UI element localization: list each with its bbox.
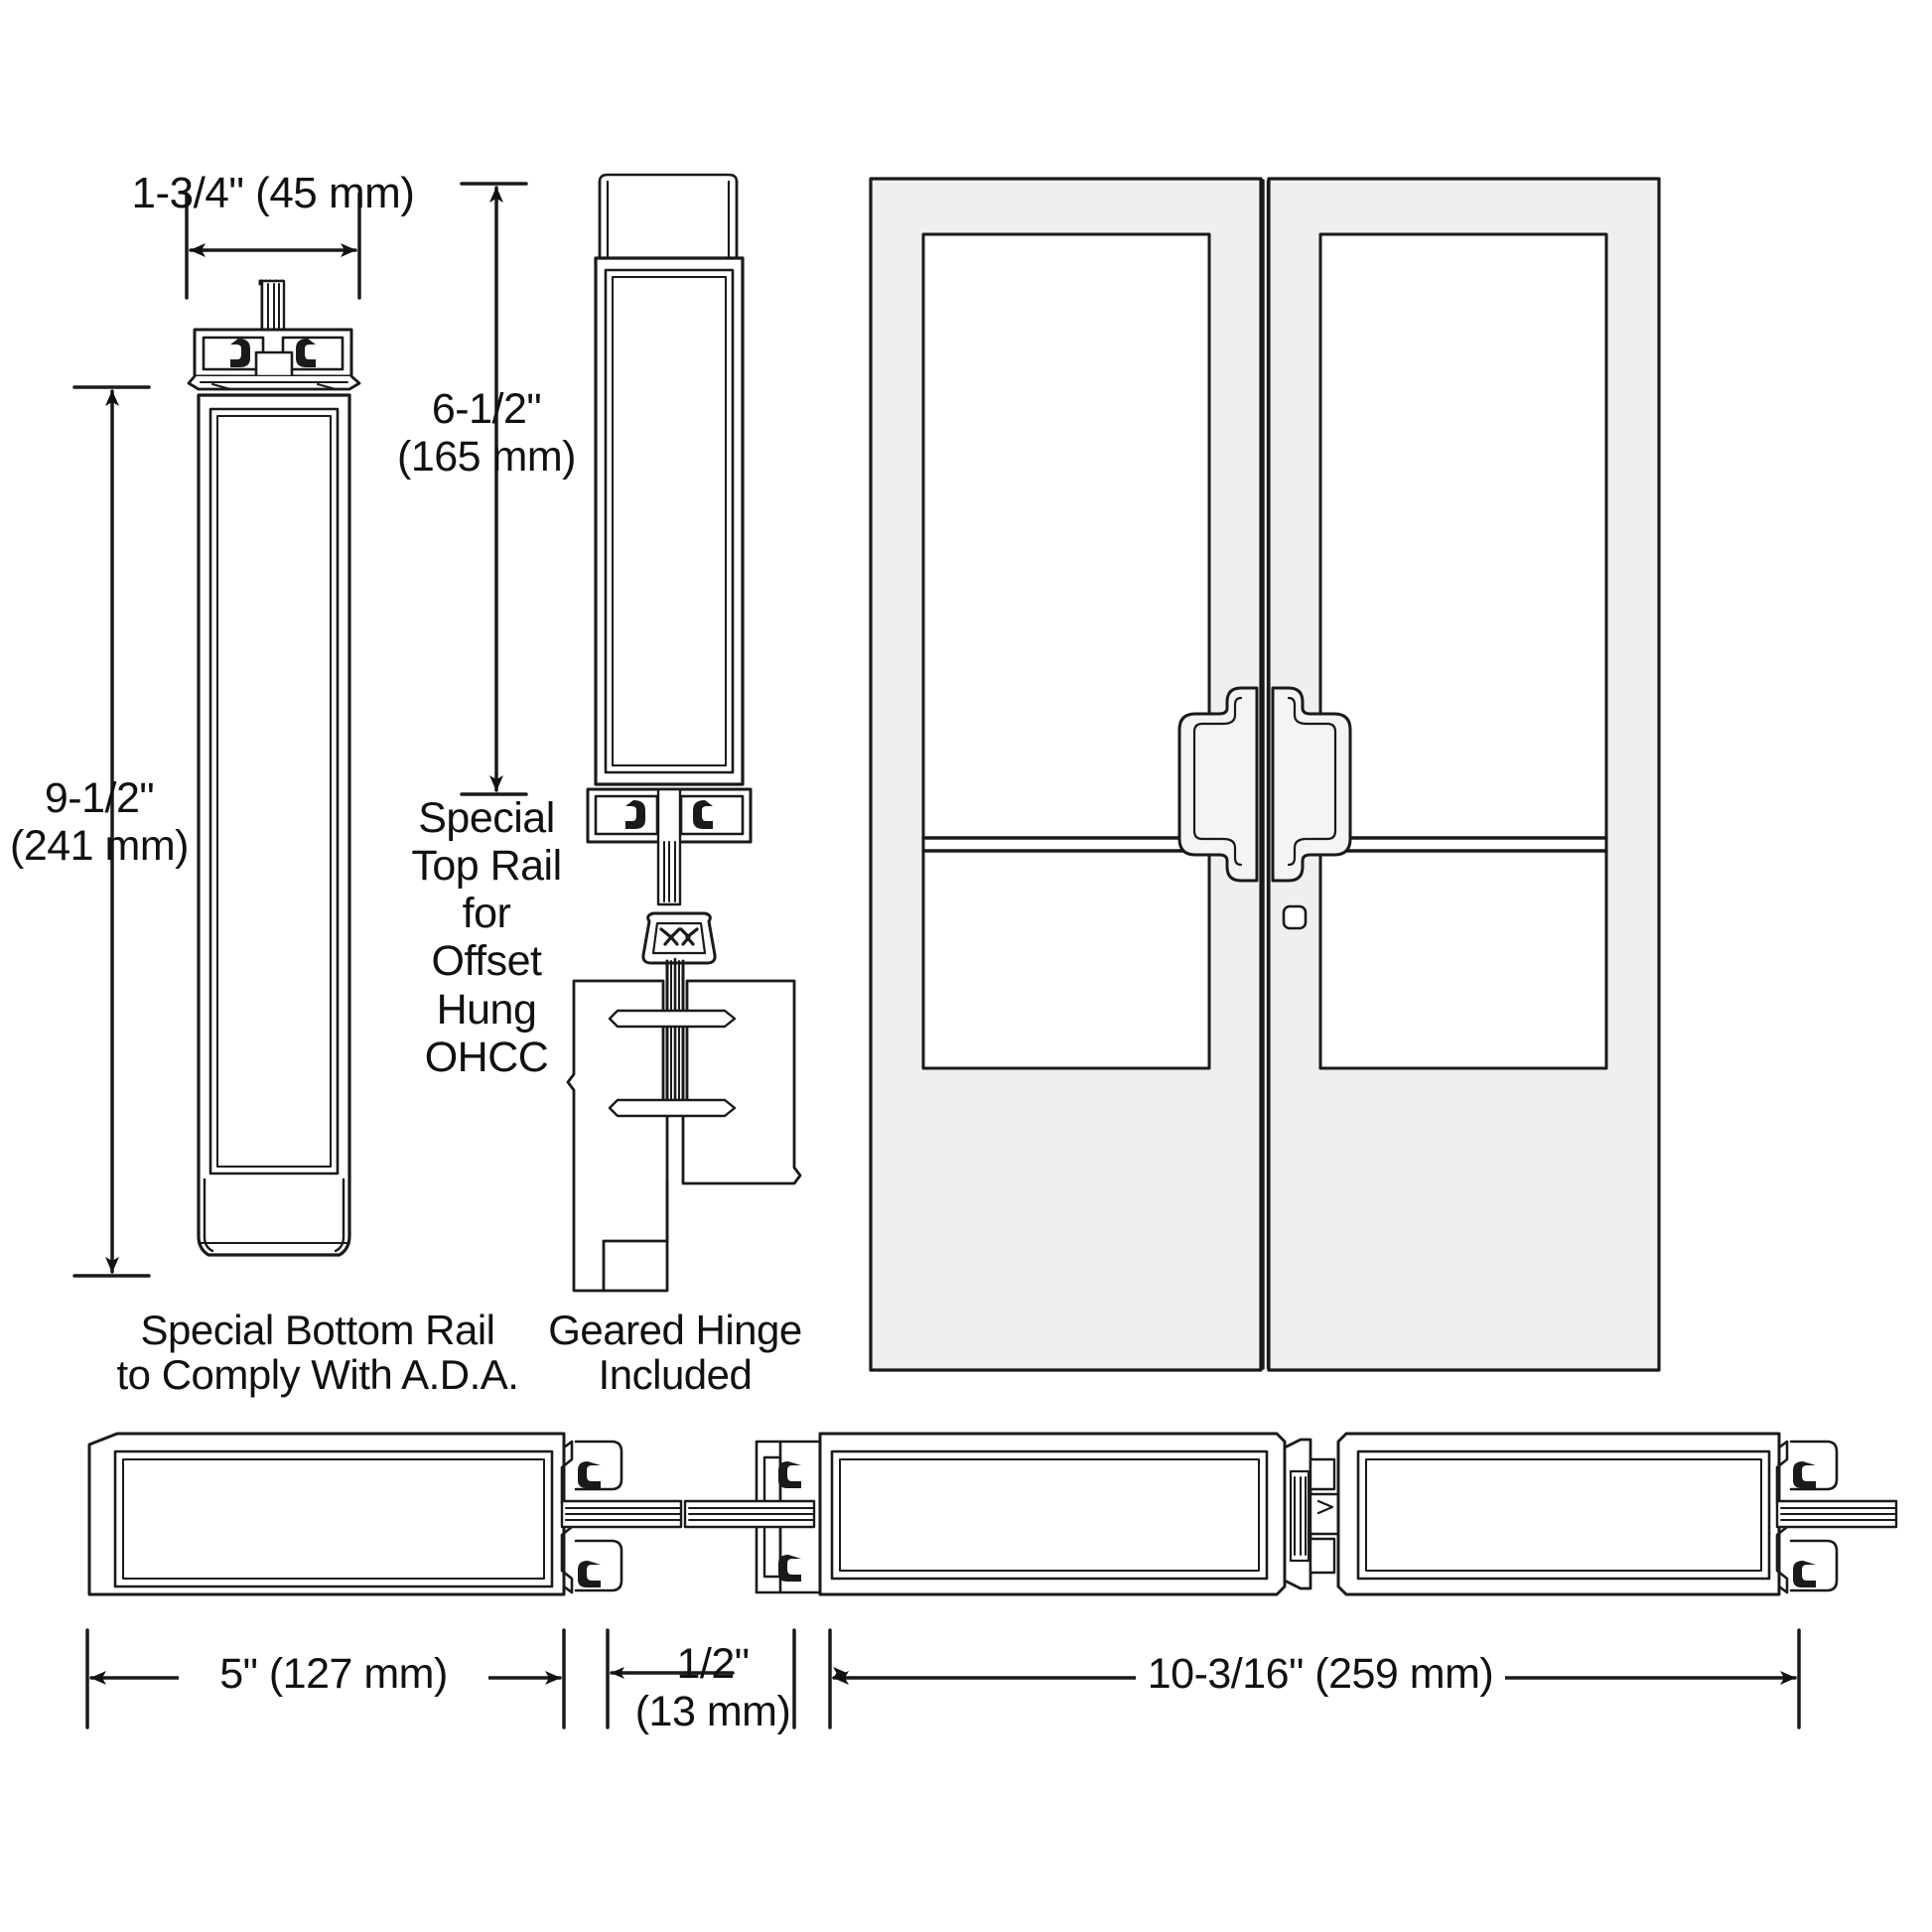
dim-label-pair-stile-width: 10-3/16" (259 mm) [1136, 1652, 1505, 1697]
caption-geared-hinge: Geared Hinge Included [548, 1307, 802, 1398]
dim-label-top-rail-height: 6-1/2" (165 mm) [397, 385, 576, 482]
dim-label-stile-width: 5" (127 mm) [179, 1652, 488, 1697]
bottom-rail-extrusion [187, 279, 361, 1257]
right-pull-handle [1271, 686, 1352, 883]
top-rail-extrusion [586, 173, 753, 906]
cylinder-lock-icon [1282, 904, 1308, 930]
dim-label-bottom-rail-height: 9-1/2" (241 mm) [10, 774, 189, 871]
door-pair-elevation [869, 177, 1661, 1372]
pair-stile-section [683, 1432, 1898, 1596]
left-pull-handle [1177, 686, 1259, 883]
dim-gap-width [606, 1628, 847, 1729]
meeting-stile-interlock [1283, 1438, 1344, 1590]
caption-bottom-rail: Special Bottom Rail to Comply With A.D.A… [116, 1307, 519, 1398]
dim-label-bottom-rail-width: 1-3/4" (45 mm) [131, 169, 415, 217]
dim-label-gap-width: 1/2" (13 mm) [634, 1640, 791, 1736]
single-stile-section [87, 1432, 683, 1596]
dim-pair-stile-width [828, 1628, 1801, 1729]
geared-hinge-detail [566, 911, 802, 1293]
caption-top-rail: Special Top Rail for Offset Hung OHCC [411, 794, 562, 1081]
dim-top-rail-height [460, 182, 528, 796]
dim-bottom-rail-height [72, 385, 151, 1278]
dim-bottom-rail-width [185, 192, 361, 300]
